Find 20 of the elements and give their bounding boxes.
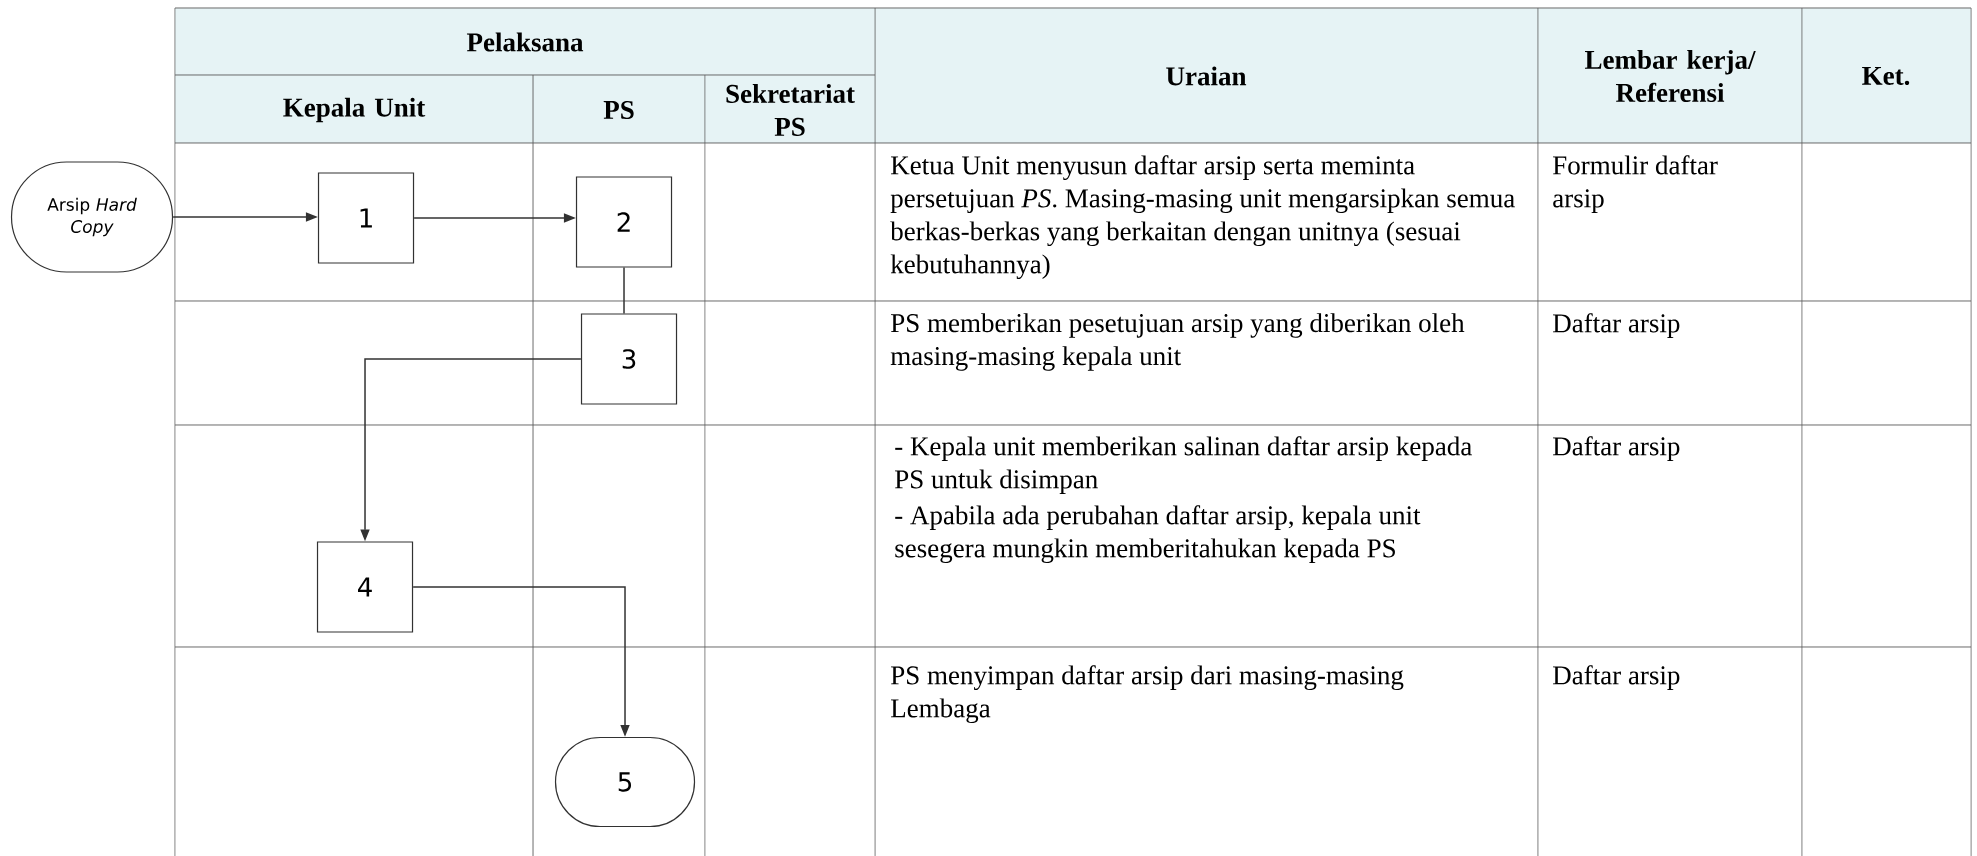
table-cell-text: Daftar arsip	[1553, 665, 1680, 690]
process-box: 4	[316, 541, 414, 633]
list-item: - Apabila ada perubahan daftar arsip, kepala unit sesegera mungkin memberitahukan kepada PS	[895, 505, 1421, 564]
column-header: Lembar kerja/ Referensi	[1585, 50, 1756, 102]
column-header: Ket.	[1862, 66, 1910, 85]
column-header: Kepala Unit	[283, 97, 426, 123]
table-cell-text: PS memberikan pesetujuan arsip yang diberikan oleh masing-masing kepala unit	[890, 313, 1465, 371]
table-cell-text: Ketua Unit menyusun daftar arsip serta meminta persetujuan PS. Masing-masing unit mengarsipkan semua berkas-berkas yang berkaitan dengan unitnya (sesuai kebutuhannya)	[890, 155, 1515, 280]
column-header: Pelaksana	[466, 32, 584, 52]
process-box: 2	[575, 176, 673, 268]
column-header: Uraian	[1166, 66, 1247, 86]
process-box: 1	[317, 172, 415, 264]
list-item: - Kepala unit memberikan salinan daftar arsip kepada PS untuk disimpan	[895, 436, 1472, 494]
table-cell-text: PS menyimpan daftar arsip dari masing-masing Lembaga	[891, 665, 1404, 724]
table-cell-text: Daftar arsip	[1553, 313, 1680, 338]
column-header: Sekretariat PS	[726, 84, 855, 136]
table-cell-text: Formulir daftar arsip	[1553, 155, 1718, 213]
process-box: 3	[580, 313, 678, 405]
table-cell-text: Daftar arsip	[1553, 436, 1680, 461]
column-header: PS	[603, 100, 634, 120]
